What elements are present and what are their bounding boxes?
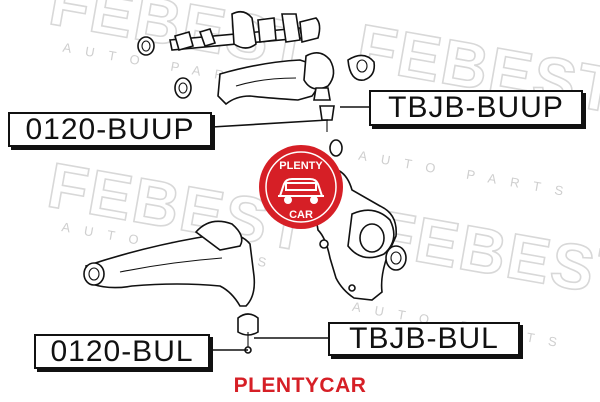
callout-label-tbjb-bul: TBJB-BUL [328,322,520,356]
stamp-top-text: PLENTY [279,160,323,172]
lower-ball-joint [237,313,259,354]
upper-arm-bushings [137,36,376,99]
callout-lines [210,106,369,351]
upper-ball-joint [319,105,343,157]
footer-brand-text: PLENTYCAR [233,374,367,397]
car-icon [278,178,324,204]
plentycar-stamp: PLENTY CAR [259,145,343,229]
lower-control-arm [83,220,256,307]
callout-label-0120-buup: 0120-BUUP [8,112,212,147]
stamp-outer-circle [259,145,343,229]
callout-label-0120-bul: 0120-BUL [34,334,210,369]
callout-label-tbjb-buup: TBJB-BUUP [369,90,583,126]
stamp-bottom-text: CAR [289,209,313,221]
upper-control-arm [217,52,335,106]
stamp-inner-ring [265,151,337,223]
watermark-subtitle-top-right: AUTO PARTS [357,148,578,201]
upper-strut-assembly [169,10,321,51]
